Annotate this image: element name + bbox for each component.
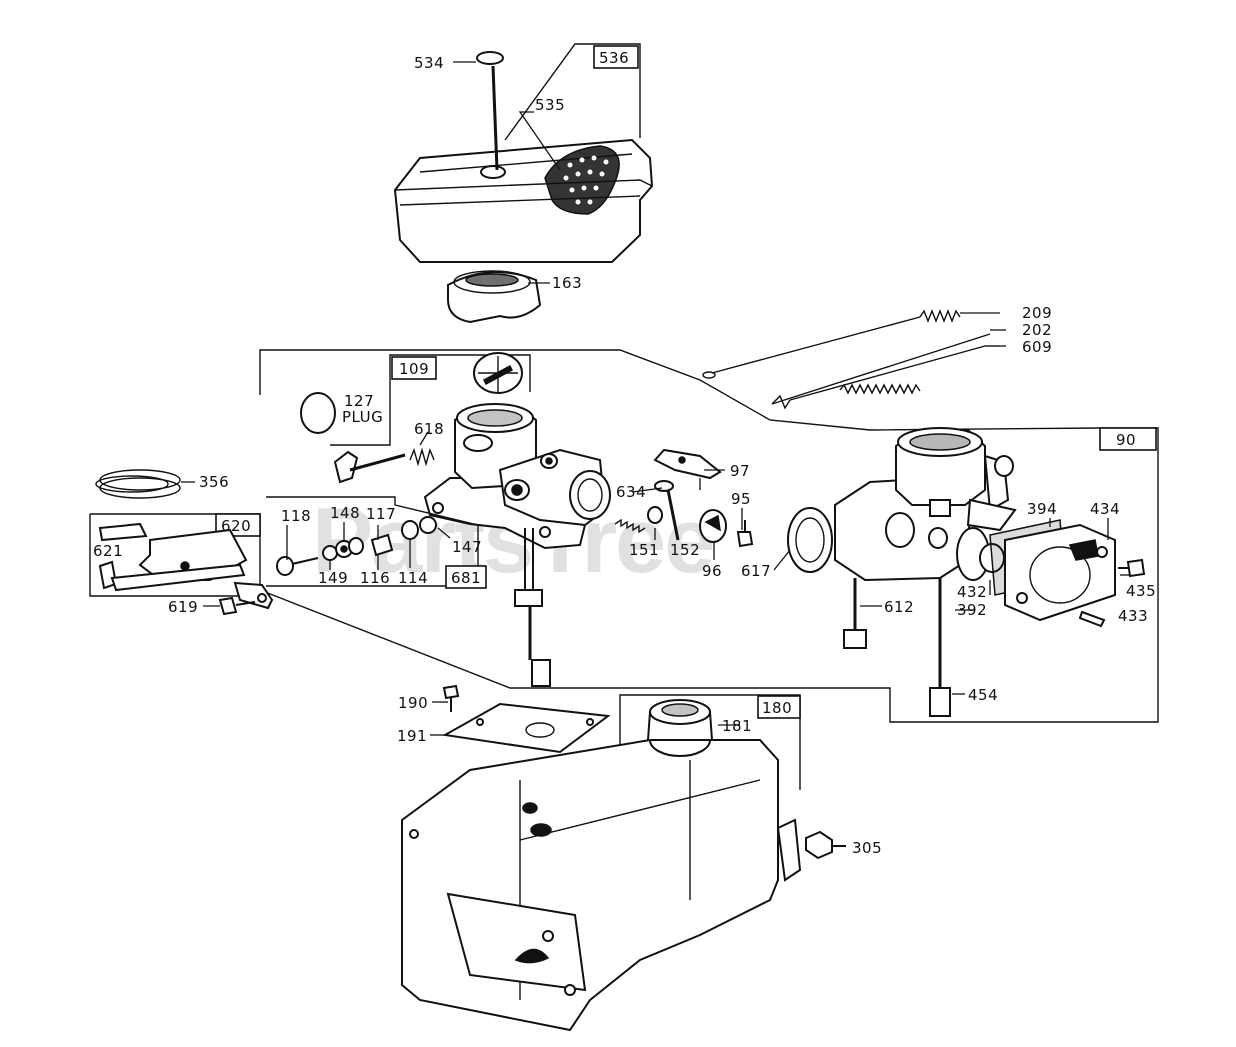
leader-lines	[181, 431, 1130, 736]
throttle-valve	[473, 352, 523, 394]
choke-lever-97	[653, 448, 722, 480]
float-96	[699, 509, 727, 543]
label-454: 454	[968, 686, 998, 704]
label-190: 190	[398, 694, 428, 712]
screw-95	[736, 520, 754, 548]
throttle-shaft-618	[333, 447, 435, 484]
adapter-163	[447, 271, 542, 324]
label-394: 394	[1027, 500, 1057, 518]
label-152: 152	[670, 541, 700, 559]
label-356: 356	[199, 473, 229, 491]
label-621: 621	[93, 542, 123, 560]
label-96: 96	[702, 562, 722, 580]
group-box-180	[757, 695, 801, 719]
governor-springs	[702, 309, 1000, 410]
label-612: 612	[884, 598, 914, 616]
label-97: 97	[730, 462, 750, 480]
screw-151	[614, 506, 663, 534]
group-box-90	[1099, 427, 1157, 451]
bracket-tab	[233, 581, 274, 610]
label-535: 535	[535, 96, 565, 114]
label-148: 148	[330, 504, 360, 522]
screw-619	[218, 596, 256, 616]
label-114: 114	[398, 569, 428, 587]
drain-plug-305	[805, 830, 833, 860]
label-534: 534	[414, 54, 444, 72]
pump-cover-394	[989, 519, 1116, 622]
label-149: 149	[318, 569, 348, 587]
carburetor-body	[423, 403, 611, 550]
label-434: 434	[1090, 500, 1120, 518]
label-90: 90	[1116, 431, 1136, 449]
filter-element-535	[544, 145, 620, 215]
label-147: 147	[452, 538, 482, 556]
control-bracket-621	[98, 522, 248, 592]
air-cleaner-assembly	[393, 43, 654, 324]
label-180: 180	[762, 699, 792, 717]
label-209: 209	[1022, 304, 1052, 322]
label-617: 617	[741, 562, 771, 580]
label-620: 620	[221, 517, 251, 535]
gasket-617	[787, 507, 833, 573]
fuel-pipe	[514, 528, 551, 687]
label-392: 392	[957, 601, 987, 619]
stud-612	[843, 578, 867, 649]
label-681: 681	[451, 569, 481, 587]
label-433: 433	[1118, 607, 1148, 625]
label-305: 305	[852, 839, 882, 857]
part-labels: 534 536 535 163 209 202 609 109 127 PLUG…	[93, 49, 1156, 857]
screw-435	[1118, 558, 1146, 578]
carburetor-right	[834, 427, 1017, 582]
stud-454	[929, 578, 951, 717]
screw-190	[442, 684, 460, 712]
label-191: 191	[397, 727, 427, 745]
label-609: 609	[1022, 338, 1052, 356]
label-151: 151	[629, 541, 659, 559]
label-618: 618	[414, 420, 444, 438]
group-box-681	[445, 565, 487, 589]
label-116: 116	[360, 569, 390, 587]
label-634: 634	[616, 483, 646, 501]
label-95: 95	[731, 490, 751, 508]
group-box-536	[593, 45, 639, 69]
label-118: 118	[281, 507, 311, 525]
label-202: 202	[1022, 321, 1052, 339]
label-432: 432	[957, 583, 987, 601]
label-536: 536	[599, 49, 629, 67]
pin-433	[1078, 610, 1106, 628]
label-127: 127	[344, 392, 374, 410]
screw-534	[476, 51, 504, 65]
fuel-tank-assembly	[401, 694, 846, 1032]
label-117: 117	[366, 505, 396, 523]
label-plug: PLUG	[342, 408, 383, 426]
group-box-109	[391, 356, 437, 380]
idle-screw-set	[276, 516, 437, 576]
gasket-191	[441, 702, 611, 754]
label-163: 163	[552, 274, 582, 292]
label-619: 619	[168, 598, 198, 616]
label-435: 435	[1126, 582, 1156, 600]
welch-plug-127	[300, 392, 336, 434]
spring-356	[95, 469, 181, 499]
label-109: 109	[399, 360, 429, 378]
label-181: 181	[722, 717, 752, 735]
